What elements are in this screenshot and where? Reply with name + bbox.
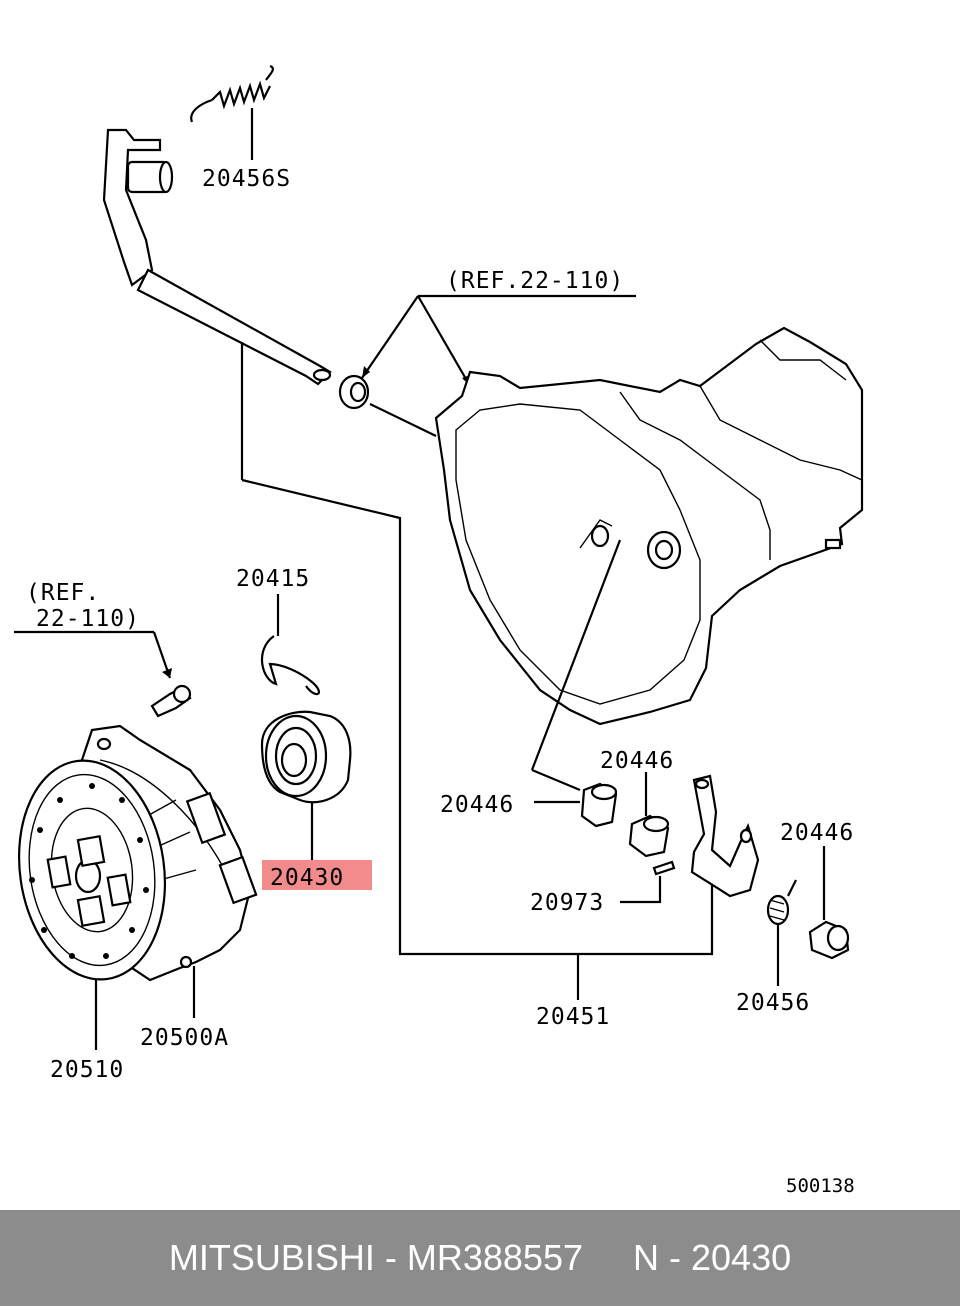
label-20446-a: 20446 bbox=[440, 792, 514, 818]
bolt-drawing bbox=[14, 630, 192, 718]
bushing-b-drawing bbox=[628, 772, 670, 858]
release-fork-drawing bbox=[690, 774, 760, 898]
label-20510: 20510 bbox=[50, 1057, 124, 1083]
label-ref-top: (REF.22-110) bbox=[446, 268, 624, 294]
label-ref-left-2: 22-110) bbox=[36, 606, 140, 632]
footer-title: MITSUBISHI - MR388557 N - 20430 bbox=[168, 1237, 792, 1278]
footer-bar: MITSUBISHI - MR388557 N - 20430 bbox=[0, 1210, 960, 1306]
bushing-c-drawing bbox=[808, 846, 850, 960]
drawing-number: 500138 bbox=[786, 1175, 855, 1197]
label-20451: 20451 bbox=[536, 1004, 610, 1030]
label-20500a: 20500A bbox=[140, 1025, 229, 1051]
highlight-box bbox=[262, 860, 372, 890]
label-20456: 20456 bbox=[736, 990, 810, 1016]
transmission-housing-drawing bbox=[434, 326, 864, 726]
pin-drawing bbox=[620, 860, 676, 904]
label-ref-left-1: (REF. bbox=[26, 580, 100, 606]
bushing-a-drawing bbox=[534, 782, 618, 828]
label-20446-c: 20446 bbox=[780, 820, 854, 846]
clip-drawing bbox=[260, 594, 320, 696]
small-spring-drawing bbox=[766, 879, 797, 986]
parts-diagram: 20456S (REF.22-110) (REF. 22-110) 20415 … bbox=[14, 64, 864, 1197]
label-20430: 20430 bbox=[270, 865, 344, 891]
clutch-disc-drawing bbox=[17, 759, 167, 1050]
seal-drawing bbox=[338, 294, 636, 437]
label-20973: 20973 bbox=[530, 890, 604, 916]
label-20446-b: 20446 bbox=[600, 748, 674, 774]
release-bearing-drawing bbox=[260, 710, 352, 862]
label-20415: 20415 bbox=[236, 566, 310, 592]
label-20456s: 20456S bbox=[202, 166, 291, 192]
release-shaft-drawing bbox=[102, 128, 714, 956]
return-spring-drawing bbox=[190, 64, 275, 160]
